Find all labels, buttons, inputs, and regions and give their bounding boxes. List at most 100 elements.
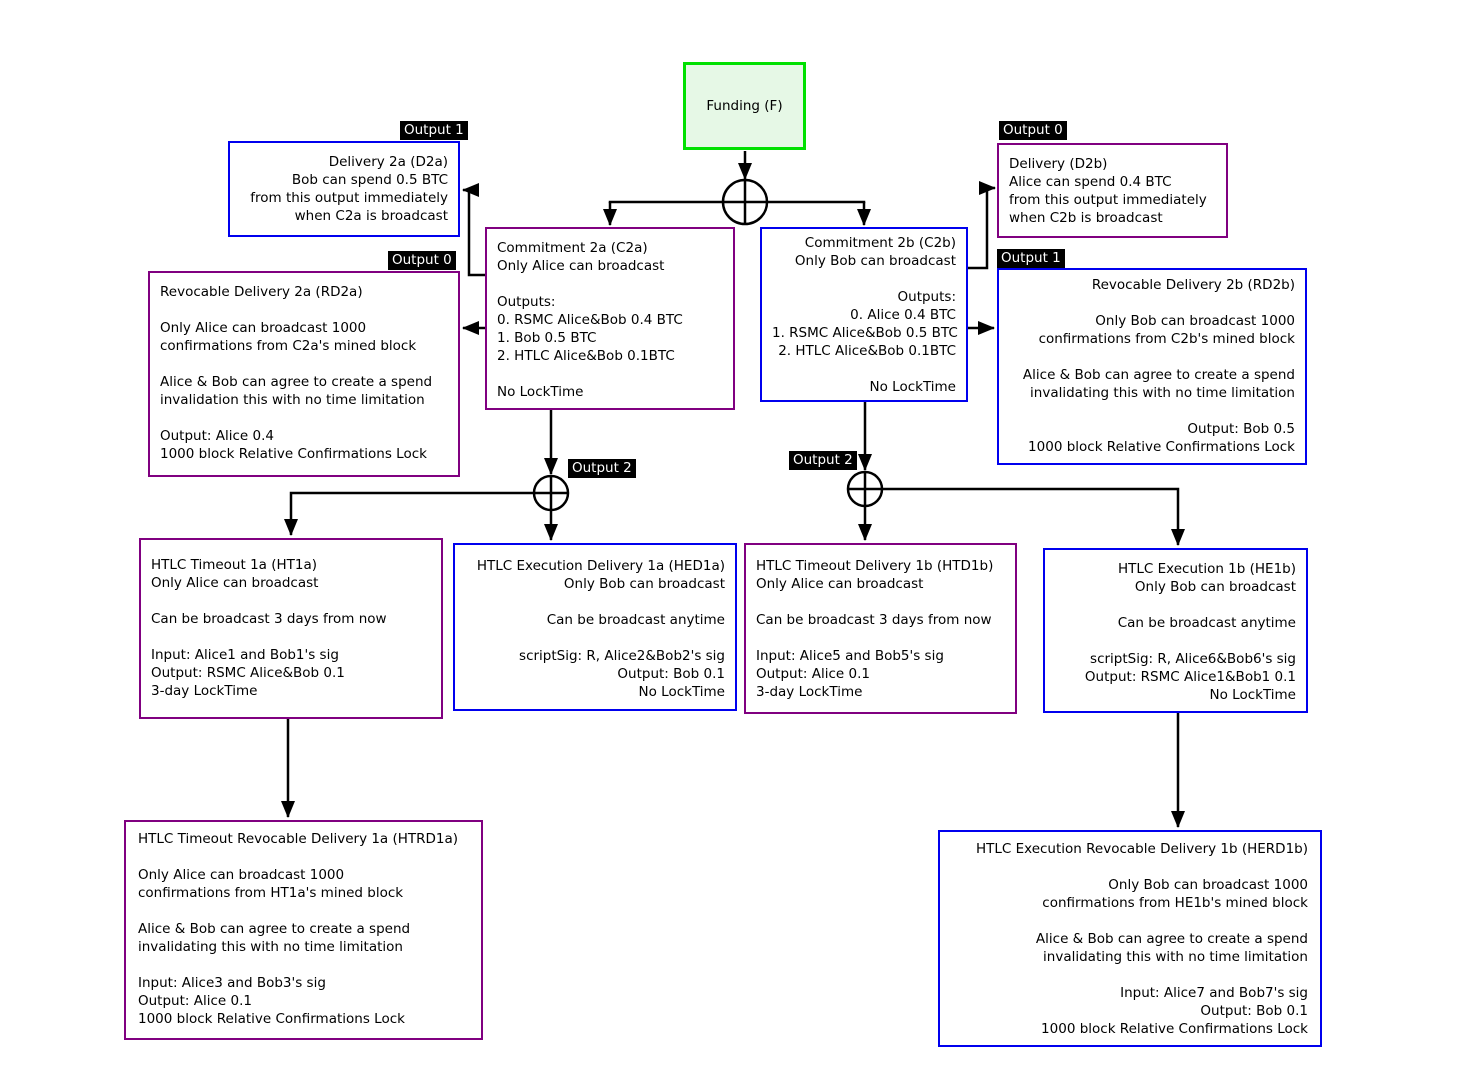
text-line: Bob can spend 0.5 BTC xyxy=(291,172,448,188)
arrow-output2a-to-ht1a xyxy=(284,491,534,536)
node-delivery-2b: Delivery (D2b) Alice can spend 0.4 BTC fro… xyxy=(997,143,1228,238)
text-line xyxy=(138,902,469,920)
arrow-c2b-to-d2b xyxy=(968,181,996,270)
text-line: Alice & Bob can agree to create a spend xyxy=(1022,367,1295,383)
text-line xyxy=(160,355,448,373)
text-line: Only Alice can broadcast xyxy=(497,258,665,274)
text-line xyxy=(160,409,448,427)
output-tag-rd2b: Output 1 xyxy=(997,249,1065,268)
text-line: Only Alice can broadcast xyxy=(151,575,319,591)
text-line xyxy=(465,593,725,611)
text-line: Only Bob can broadcast xyxy=(794,253,956,269)
text-line: 0. RSMC Alice&Bob 0.4 BTC xyxy=(497,312,683,328)
text-line: invalidating this with no time limitatio… xyxy=(1030,385,1295,401)
text-line: HTLC Execution Delivery 1a (HED1a) xyxy=(476,558,725,574)
text-line: HTLC Timeout Revocable Delivery 1a (HTRD… xyxy=(138,831,459,847)
c2a-output2-junction-icon xyxy=(532,474,570,512)
text-line xyxy=(772,360,956,378)
text-line xyxy=(160,301,448,319)
text-line: Alice & Bob can agree to create a spend xyxy=(160,374,433,390)
text-line xyxy=(497,275,723,293)
node-revocable-delivery-2b: Revocable Delivery 2b (RD2b)Only Bob can… xyxy=(997,268,1307,465)
text-line: invalidating this with no time limitatio… xyxy=(138,939,403,955)
text-line: Input: Alice5 and Bob5's sig xyxy=(756,648,944,664)
text-line: Delivery 2a (D2a) xyxy=(328,154,448,170)
text-line: Input: Alice1 and Bob1's sig xyxy=(151,647,339,663)
text-line: Can be broadcast anytime xyxy=(1117,615,1296,631)
node-commitment-2b: Commitment 2b (C2b) Only Bob can broadcas… xyxy=(760,227,968,402)
text-line: from this output immediately xyxy=(1009,192,1207,208)
text-line: when C2a is broadcast xyxy=(294,208,448,224)
output-tag-rd2a: Output 0 xyxy=(388,251,456,270)
text-line: confirmations from HT1a's mined block xyxy=(138,885,404,901)
output-tag-c2b-output2: Output 2 xyxy=(789,451,857,470)
funding-output-junction-icon xyxy=(721,178,769,226)
text-line: Commitment 2a (C2a) xyxy=(497,240,648,256)
arrow-output2b-to-he1b xyxy=(882,487,1185,546)
text-line: Only Alice can broadcast xyxy=(756,576,924,592)
text-line: 1000 block Relative Confirmations Lock xyxy=(138,1011,405,1027)
text-line: Delivery (D2b) xyxy=(1009,156,1108,172)
text-line xyxy=(952,912,1308,930)
text-line: Output: Alice 0.1 xyxy=(138,993,252,1009)
text-line: 2. HTLC Alice&Bob 0.1BTC xyxy=(778,343,956,359)
text-line: Input: Alice3 and Bob3's sig xyxy=(138,975,326,991)
text-line: confirmations from C2b's mined block xyxy=(1038,331,1295,347)
text-line: No LockTime xyxy=(869,379,956,395)
text-line: Output: Bob 0.5 xyxy=(1187,421,1295,437)
text-line: Commitment 2b (C2b) xyxy=(804,235,956,251)
text-line: No LockTime xyxy=(497,384,584,400)
text-line: Revocable Delivery 2a (RD2a) xyxy=(160,284,363,300)
text-line: Only Alice can broadcast 1000 xyxy=(160,320,367,336)
text-line: confirmations from C2a's mined block xyxy=(160,338,417,354)
node-htlc-execution-1b: HTLC Execution 1b (HE1b) Only Bob can bro… xyxy=(1043,548,1308,713)
text-line xyxy=(138,956,469,974)
text-line: Output: Bob 0.1 xyxy=(1200,1003,1308,1019)
text-line: Only Bob can broadcast 1000 xyxy=(1095,313,1295,329)
text-line xyxy=(952,858,1308,876)
text-line: from this output immediately xyxy=(250,190,448,206)
text-line: Can be broadcast 3 days from now xyxy=(151,611,387,627)
text-line: Output: Bob 0.1 xyxy=(617,666,725,682)
text-line: Can be broadcast 3 days from now xyxy=(756,612,992,628)
text-line: scriptSig: R, Alice6&Bob6's sig xyxy=(1090,651,1296,667)
node-delivery-2a: Delivery 2a (D2a) Bob can spend 0.5 BTC fr… xyxy=(228,141,460,237)
node-htlc-timeout-revocable-delivery-1a: HTLC Timeout Revocable Delivery 1a (HTRD… xyxy=(124,820,483,1040)
text-line: Alice can spend 0.4 BTC xyxy=(1009,174,1172,190)
text-line: 3-day LockTime xyxy=(756,684,863,700)
text-line xyxy=(1055,632,1296,650)
text-line: HTLC Timeout 1a (HT1a) xyxy=(151,557,318,573)
text-line: Output: Alice 0.4 xyxy=(160,428,274,444)
text-line xyxy=(756,629,1005,647)
text-line: Alice & Bob can agree to create a spend xyxy=(138,921,411,937)
arrow-c2a-to-d2a xyxy=(462,183,485,277)
text-line: HTLC Execution 1b (HE1b) xyxy=(1118,561,1296,577)
node-htlc-execution-delivery-1a: HTLC Execution Delivery 1a (HED1a)Only B… xyxy=(453,543,737,711)
text-line xyxy=(151,628,431,646)
text-line: 1000 block Relative Confirmations Lock xyxy=(1041,1021,1308,1037)
text-line: 2. HTLC Alice&Bob 0.1BTC xyxy=(497,348,675,364)
text-line xyxy=(756,593,1005,611)
text-line xyxy=(952,966,1308,984)
output-tag-d2b: Output 0 xyxy=(999,121,1067,140)
text-line: 0. Alice 0.4 BTC xyxy=(850,307,956,323)
text-line: Output: RSMC Alice1&Bob1 0.1 xyxy=(1084,669,1296,685)
funding-label: Funding (F) xyxy=(706,98,783,114)
text-line: scriptSig: R, Alice2&Bob2's sig xyxy=(519,648,725,664)
text-line: Only Bob can broadcast xyxy=(1134,579,1296,595)
c2b-output2-junction-icon xyxy=(846,470,884,508)
text-line: when C2b is broadcast xyxy=(1009,210,1163,226)
node-htlc-timeout-1a: HTLC Timeout 1a (HT1a) Only Alice can bro… xyxy=(139,538,443,719)
node-commitment-2a: Commitment 2a (C2a) Only Alice can broadc… xyxy=(485,227,735,410)
text-line: Only Alice can broadcast 1000 xyxy=(138,867,345,883)
node-htlc-execution-revocable-delivery-1b: HTLC Execution Revocable Delivery 1b (HE… xyxy=(938,830,1322,1047)
text-line xyxy=(138,848,469,866)
text-line xyxy=(151,592,431,610)
text-line: Output: RSMC Alice&Bob 0.1 xyxy=(151,665,345,681)
node-revocable-delivery-2a: Revocable Delivery 2a (RD2a) Only Alice c… xyxy=(148,271,460,477)
node-funding: Funding (F) xyxy=(683,62,806,150)
text-line: No LockTime xyxy=(1209,687,1296,703)
text-line: invalidation this with no time limitatio… xyxy=(160,392,425,408)
text-line: Outputs: xyxy=(897,289,956,305)
